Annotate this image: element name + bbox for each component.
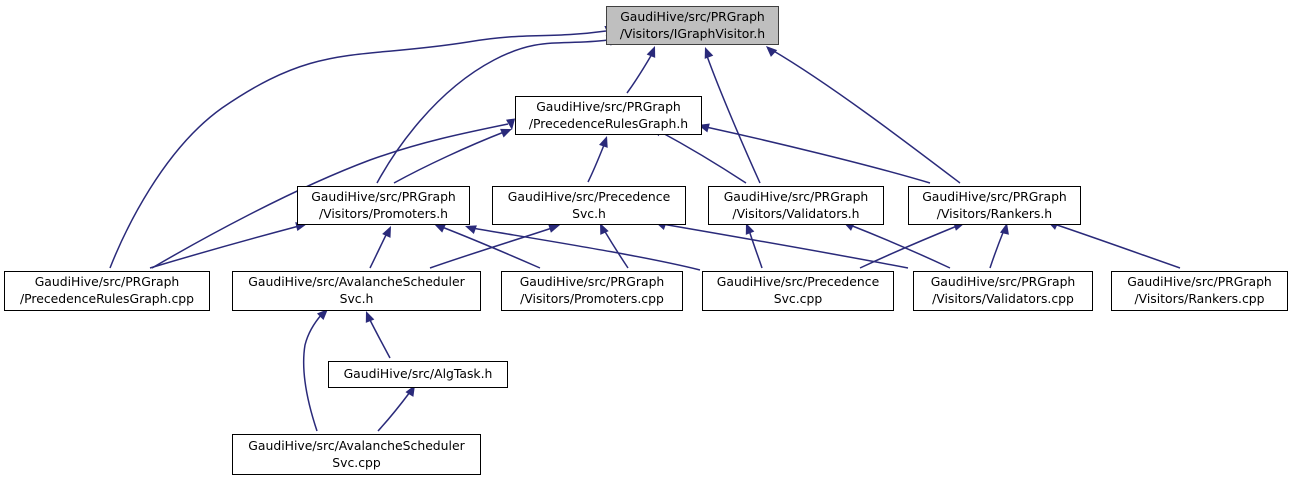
graph-edge-rankers_h-to-igraphvisitor_h [766,46,961,184]
graph-edge-algtask_h-to-avalancheschedulersvc_h [365,311,391,359]
graph-node-validators_cpp[interactable]: GaudiHive/src/PRGraph /Visitors/Validato… [913,271,1093,311]
graph-edge-rankers_h-to-precedencerulesgraph_h [698,123,931,184]
graph-edge-promoters_cpp-to-promoters_h [434,224,541,269]
graph-node-promoters_h[interactable]: GaudiHive/src/PRGraph /Visitors/Promoter… [297,186,470,225]
graph-node-precedencerulesgraph_h[interactable]: GaudiHive/src/PRGraph /PrecedenceRulesGr… [515,96,702,135]
graph-node-label: GaudiHive/src/PRGraph /Visitors/Promoter… [519,274,665,306]
graph-node-label: GaudiHive/src/PRGraph /PrecedenceRulesGr… [528,98,689,131]
graph-node-precedencesvc_cpp[interactable]: GaudiHive/src/Precedence Svc.cpp [702,271,894,311]
graph-node-label: GaudiHive/src/PRGraph /Visitors/Rankers.… [922,188,1067,221]
graph-node-label: GaudiHive/src/AvalancheScheduler Svc.h [248,274,465,306]
graph-node-label: GaudiHive/src/Precedence Svc.cpp [716,274,880,306]
graph-edge-precedencerulesgraph_cpp-to-igraphvisitor_h [109,26,614,269]
graph-node-validators_h[interactable]: GaudiHive/src/PRGraph /Visitors/Validato… [708,186,884,225]
graph-node-precedencesvc_h[interactable]: GaudiHive/src/Precedence Svc.h [492,186,686,225]
graph-node-label: GaudiHive/src/PRGraph /Visitors/Validato… [930,274,1076,306]
graph-node-label: GaudiHive/src/PRGraph /Visitors/Rankers.… [1127,274,1272,306]
graph-edge-validators_cpp-to-rankers_h [989,223,1009,269]
graph-edge-precedencesvc_cpp-to-promoters_h [465,225,701,271]
graph-edge-promoters_h-to-precedencerulesgraph_h [393,128,512,184]
graph-edge-avalancheschedulersvc_h-to-precedencesvc_h [429,223,560,269]
graph-edge-precedencerulesgraph_h-to-igraphvisitor_h [626,46,656,94]
graph-edge-precedencerulesgraph_cpp-to-promoters_h [149,222,307,269]
graph-node-label: GaudiHive/src/Precedence Svc.h [507,188,671,221]
graph-edge-validators_h-to-precedencerulesgraph_h [651,127,747,184]
graph-edge-precedencesvc_h-to-precedencerulesgraph_h [587,136,608,183]
graph-node-label: GaudiHive/src/PRGraph /Visitors/IGraphVi… [619,8,766,41]
graph-edge-precedencesvc_cpp-to-rankers_h [859,221,965,269]
graph-edge-avalancheschedulersvc_cpp-to-algtask_h [377,385,415,432]
graph-edge-validators_cpp-to-precedencesvc_h [655,221,909,269]
graph-node-rankers_cpp[interactable]: GaudiHive/src/PRGraph /Visitors/Rankers.… [1111,271,1288,311]
graph-edge-precedencesvc_cpp-to-validators_h [745,223,763,269]
graph-node-label: GaudiHive/src/AlgTask.h [343,366,493,382]
graph-node-label: GaudiHive/src/PRGraph /PrecedenceRulesGr… [19,274,194,306]
graph-edge-validators_h-to-igraphvisitor_h [704,47,761,184]
graph-node-precedencerulesgraph_cpp[interactable]: GaudiHive/src/PRGraph /PrecedenceRulesGr… [4,271,210,311]
graph-edge-precedencesvc_cpp-to-precedencesvc_h [600,223,629,269]
graph-edge-avalancheschedulersvc_h-to-promoters_h [369,226,391,269]
graph-edge-rankers_cpp-to-rankers_h [1047,221,1181,269]
graph-node-label: GaudiHive/src/PRGraph /Visitors/Promoter… [311,188,456,221]
graph-node-avalancheschedulersvc_cpp[interactable]: GaudiHive/src/AvalancheScheduler Svc.cpp [232,434,481,475]
graph-node-label: GaudiHive/src/AvalancheScheduler Svc.cpp [248,437,465,470]
graph-edge-validators_cpp-to-validators_h [843,222,951,269]
graph-edge-avalancheschedulersvc_cpp-to-avalancheschedulersvc_h [302,309,328,432]
graph-node-rankers_h[interactable]: GaudiHive/src/PRGraph /Visitors/Rankers.… [908,186,1081,225]
graph-node-avalancheschedulersvc_h[interactable]: GaudiHive/src/AvalancheScheduler Svc.h [232,271,481,311]
graph-node-algtask_h[interactable]: GaudiHive/src/AlgTask.h [328,361,508,388]
graph-node-promoters_cpp[interactable]: GaudiHive/src/PRGraph /Visitors/Promoter… [501,271,683,311]
graph-node-label: GaudiHive/src/PRGraph /Visitors/Validato… [723,188,869,221]
graph-node-igraphvisitor_h[interactable]: GaudiHive/src/PRGraph /Visitors/IGraphVi… [606,6,779,45]
